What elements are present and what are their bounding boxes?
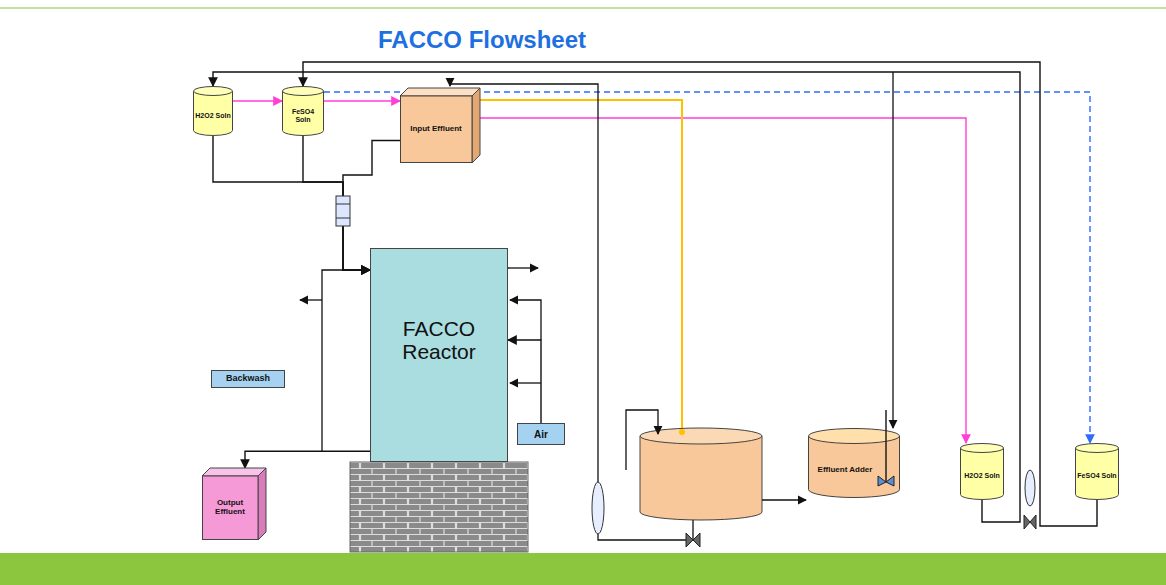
bottom-band bbox=[0, 553, 1166, 585]
node-text: Backwash bbox=[226, 374, 270, 384]
tank-top bbox=[1076, 444, 1119, 453]
pump-valve bbox=[686, 533, 700, 547]
rotameter bbox=[592, 482, 604, 534]
box-face bbox=[212, 371, 285, 388]
tank-node: FeSO4 Soln bbox=[1075, 443, 1119, 500]
pump-valve bbox=[1024, 515, 1036, 529]
vessel-box: Output Effluent bbox=[202, 468, 266, 540]
tank-node: FeSO4 Soln bbox=[282, 86, 324, 136]
top-rule bbox=[0, 7, 1166, 9]
process-box: Air bbox=[517, 423, 565, 445]
pipe-connector bbox=[213, 136, 370, 270]
pipe-connector bbox=[233, 100, 282, 101]
feed-point bbox=[679, 429, 685, 435]
box-side bbox=[472, 88, 480, 163]
box-side bbox=[258, 468, 266, 540]
pipe-connector bbox=[508, 340, 541, 423]
transfer-line bbox=[762, 499, 806, 500]
tank-top bbox=[194, 87, 233, 96]
air-inlet-line bbox=[510, 382, 541, 383]
pipe-connector bbox=[324, 100, 400, 101]
mixer-vessel bbox=[336, 196, 350, 226]
box-top bbox=[400, 88, 480, 96]
reactor-outlet bbox=[508, 267, 538, 268]
diagram-title: FACCO Flowsheet bbox=[378, 26, 586, 54]
node-outline bbox=[1075, 443, 1119, 500]
node-text: Effluent Adder bbox=[818, 466, 873, 475]
box-face bbox=[401, 96, 473, 163]
node-outline bbox=[960, 443, 1004, 500]
tank-inlet bbox=[626, 410, 658, 470]
holding-tank bbox=[640, 436, 762, 520]
process-box: Backwash bbox=[211, 370, 285, 388]
brick-base bbox=[350, 462, 528, 552]
return-line bbox=[892, 72, 893, 428]
node-text: Output Effluent bbox=[204, 499, 256, 517]
node-text: Air bbox=[534, 429, 548, 440]
process-box: FACCO Reactor bbox=[370, 248, 508, 462]
tank-node: Effluent Adder bbox=[808, 428, 900, 498]
box-face bbox=[518, 424, 565, 445]
node-outline bbox=[808, 428, 900, 498]
pipe-connector bbox=[303, 136, 370, 270]
node-outline bbox=[193, 86, 233, 136]
backwash-branch bbox=[300, 299, 322, 300]
rotameter bbox=[1025, 470, 1035, 506]
vessel-box: Input Effluent bbox=[400, 88, 480, 163]
node-text: H2O2 Soln bbox=[964, 472, 999, 480]
tank-node: H2O2 Soln bbox=[960, 443, 1004, 500]
agitator-shaft bbox=[885, 410, 887, 482]
tank-body bbox=[283, 91, 324, 136]
box-face bbox=[371, 249, 508, 462]
tank-top bbox=[961, 444, 1004, 453]
node-text: Input Effluent bbox=[410, 125, 462, 134]
node-text: FeSO4 Soln bbox=[1077, 472, 1116, 480]
node-text: FACCO Reactor bbox=[380, 317, 498, 363]
tank-body bbox=[961, 448, 1004, 500]
agitator-blade bbox=[878, 476, 894, 486]
air-inlet-line bbox=[510, 300, 541, 340]
box-face bbox=[203, 476, 259, 540]
backwash-line bbox=[322, 270, 343, 451]
feed-line bbox=[480, 100, 682, 430]
mixer-bands bbox=[336, 204, 350, 218]
pipe-connector bbox=[303, 62, 1097, 526]
tank-body bbox=[1076, 448, 1119, 500]
pipe-connector bbox=[213, 72, 1020, 522]
tank-top bbox=[283, 87, 324, 96]
tank-node: H2O2 Soln bbox=[193, 86, 233, 136]
box-top bbox=[202, 468, 266, 476]
node-text: FeSO4 Soln bbox=[284, 108, 322, 123]
tank-body bbox=[194, 91, 233, 135]
node-text: H2O2 Soln bbox=[195, 112, 230, 120]
